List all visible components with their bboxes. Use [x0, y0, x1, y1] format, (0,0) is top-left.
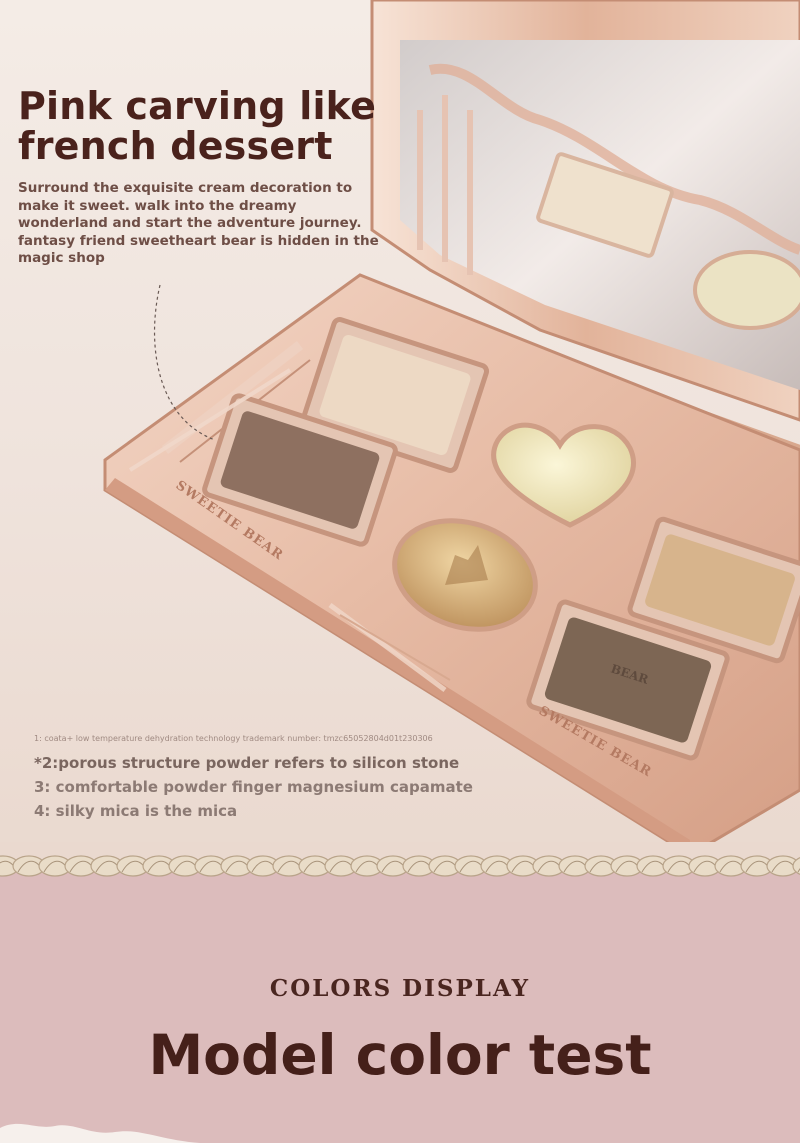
note-item: 3: comfortable powder finger magnesium c… — [34, 778, 473, 796]
colors-display-section — [0, 860, 800, 1143]
hero-section: SWEETIE BEAR SWEETIE BEAR BEAR Pink carv… — [0, 0, 800, 860]
note-item: 4: silky mica is the mica — [34, 802, 238, 820]
shade-heart-highlight — [491, 422, 637, 528]
shade-cocoa — [220, 411, 380, 529]
hero-intro: Surround the exquisite cream decoration … — [18, 180, 379, 266]
fine-print: 1: coata+ low temperature dehydration te… — [34, 734, 433, 743]
notes-list: *2:porous structure powder refers to sil… — [34, 751, 473, 823]
shade-cream — [319, 334, 471, 456]
eyeshadow-palette-image: SWEETIE BEAR SWEETIE BEAR BEAR — [103, 0, 800, 857]
section-title: Model color test — [148, 1023, 652, 1087]
shade-taupe — [544, 617, 712, 743]
note-item: *2:porous structure powder refers to sil… — [34, 754, 460, 772]
shade-beige — [645, 534, 795, 646]
lace-corner-decoration — [0, 1123, 200, 1143]
hero-headline: Pink carving like french dessert — [18, 84, 377, 168]
cream-border-decoration — [0, 842, 800, 894]
section-label: COLORS DISPLAY — [269, 975, 531, 1002]
